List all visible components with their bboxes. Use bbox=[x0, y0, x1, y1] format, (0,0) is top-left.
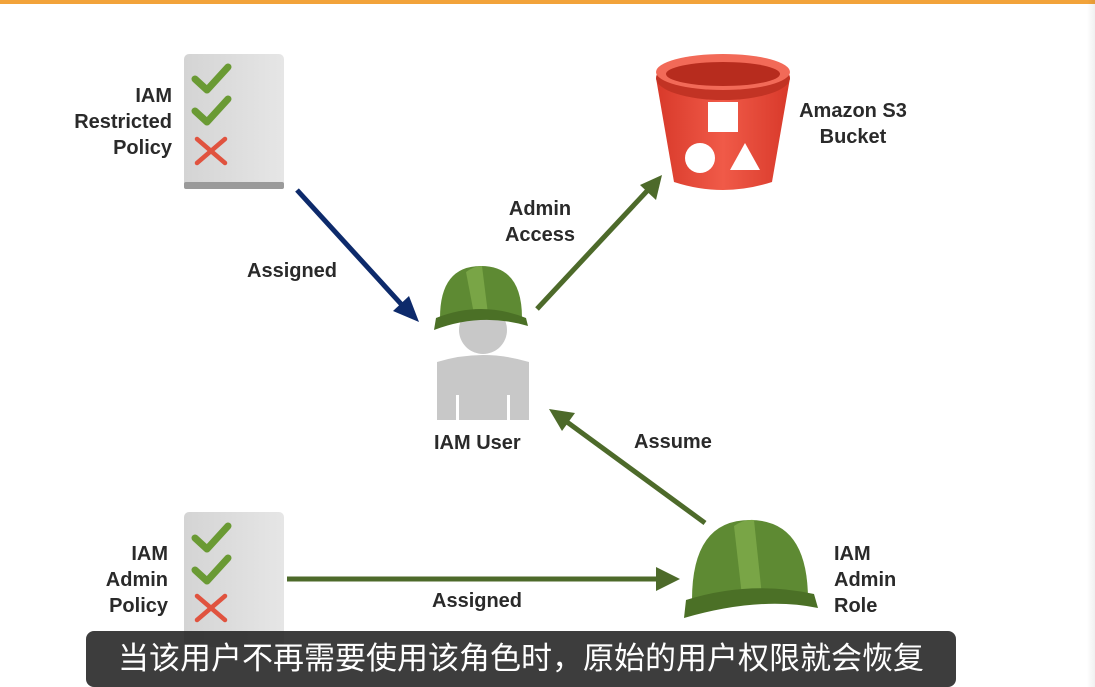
assigned-top-label: Assigned bbox=[247, 260, 338, 282]
top-accent-bar bbox=[0, 0, 1095, 4]
assigned-bottom-label: Assigned bbox=[432, 590, 523, 612]
admin-role-label: IAM Admin Role bbox=[834, 543, 897, 617]
arrow-restricted-to-user bbox=[295, 188, 419, 322]
check-icon bbox=[191, 63, 232, 94]
admin-policy-document-icon bbox=[184, 512, 284, 647]
cross-icon bbox=[194, 593, 228, 623]
arrow-admin-policy-to-role bbox=[287, 567, 680, 591]
user-hard-hat-icon bbox=[434, 266, 528, 330]
restricted-policy-document-icon bbox=[184, 54, 284, 189]
s3-bucket-label: Amazon S3 Bucket bbox=[799, 100, 907, 148]
arrow-user-to-s3 bbox=[535, 175, 662, 311]
admin-role-hard-hat-icon bbox=[684, 519, 818, 618]
right-edge-shade bbox=[1087, 0, 1095, 687]
admin-access-label: Admin Access bbox=[504, 198, 576, 246]
assume-label: Assume bbox=[634, 431, 712, 453]
check-icon bbox=[191, 95, 232, 126]
admin-policy-label: IAM Admin Policy bbox=[105, 543, 168, 617]
check-icon bbox=[191, 522, 232, 553]
iam-user-label: IAM User bbox=[434, 432, 521, 454]
s3-bucket-icon bbox=[656, 54, 790, 190]
video-subtitle: 当该用户不再需要使用该角色时，原始的用户权限就会恢复 bbox=[86, 631, 956, 687]
check-icon bbox=[191, 554, 232, 585]
restricted-policy-label: IAM Restricted Policy bbox=[74, 85, 172, 159]
arrow-role-to-user bbox=[549, 409, 707, 526]
cross-icon bbox=[194, 136, 228, 166]
